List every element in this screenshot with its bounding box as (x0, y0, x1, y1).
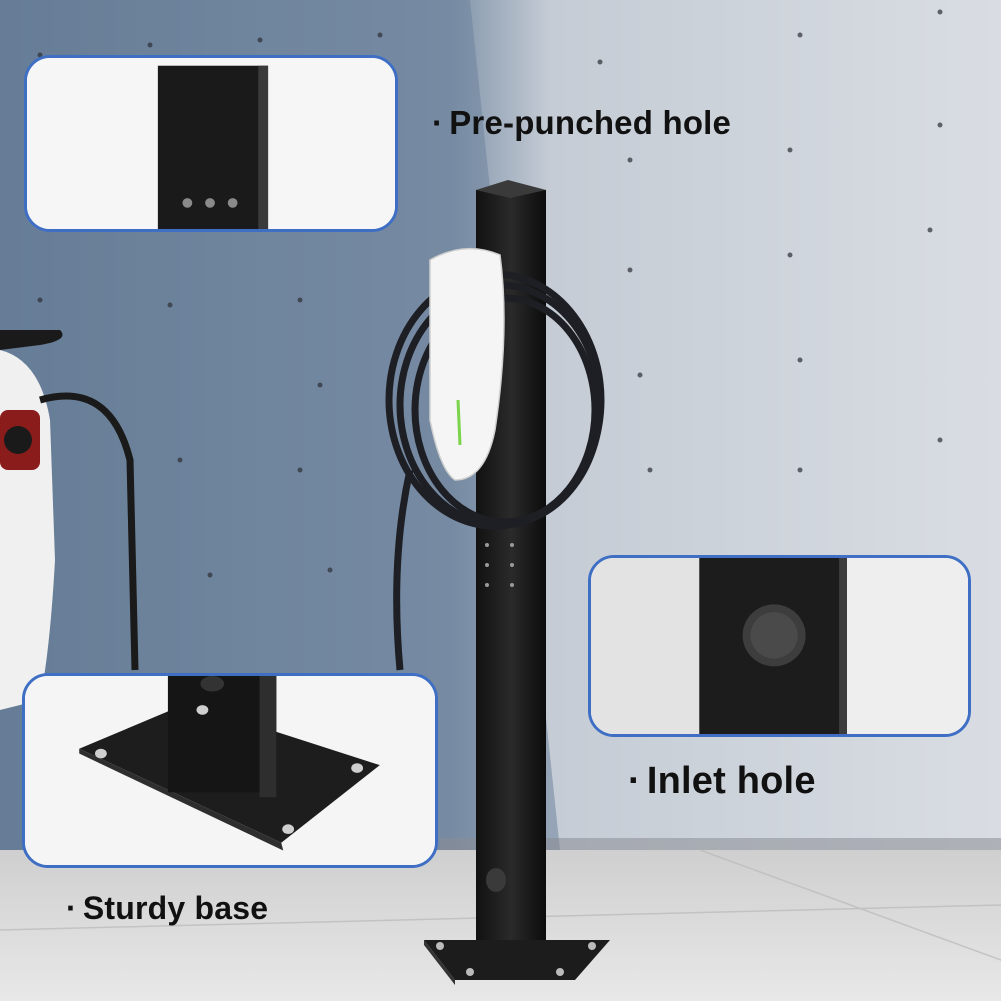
pre-punched-hole-3 (227, 198, 238, 208)
inset-post-closeup (27, 58, 395, 229)
callout-sturdy-base: ·Sturdy base (66, 890, 268, 927)
inset-base-closeup (25, 676, 435, 865)
inset-pre-punched-hole (24, 55, 398, 232)
inset-sturdy-base (22, 673, 438, 868)
wall-charger (429, 247, 505, 481)
post-inlet-hole (486, 868, 506, 892)
callout-text: Pre-punched hole (449, 104, 732, 141)
callout-inlet-hole: ·Inlet hole (628, 760, 816, 803)
pre-punched-hole-2 (205, 198, 215, 208)
inset-inlet-closeup (591, 558, 968, 734)
callout-pre-punched-hole: ·Pre-punched hole (432, 104, 731, 142)
inset-inlet-hole (588, 555, 971, 737)
callout-text: Inlet hole (646, 760, 816, 802)
wall-tie-holes (37, 9, 943, 578)
callout-bullet: · (432, 104, 444, 141)
callout-bullet: · (66, 890, 77, 926)
electric-car (0, 330, 63, 710)
callout-text: Sturdy base (82, 890, 269, 926)
car-cable (39, 392, 139, 671)
callout-bullet: · (628, 760, 641, 802)
charger-led (456, 399, 462, 446)
pre-punched-hole-1 (182, 198, 193, 208)
